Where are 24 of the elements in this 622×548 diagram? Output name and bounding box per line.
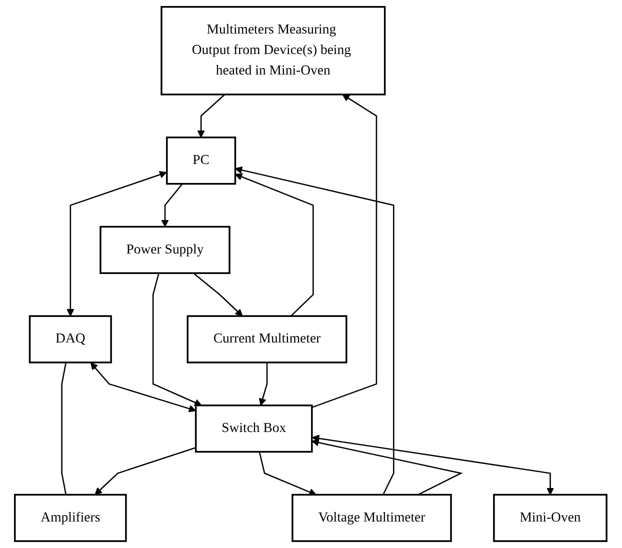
node-box: DAQ	[29, 315, 112, 364]
arrow	[90, 362, 196, 412]
arrow	[235, 166, 395, 496]
arrow	[94, 447, 196, 496]
node-box: Power Supply	[100, 226, 231, 274]
node-box: Voltage Multimeter	[292, 494, 452, 542]
arrow	[259, 362, 268, 406]
arrow	[235, 173, 314, 317]
arrow	[312, 434, 554, 496]
arrow	[193, 272, 244, 316]
arrow	[152, 272, 202, 406]
arrow	[312, 438, 464, 496]
arrow	[162, 183, 184, 228]
arrow	[312, 94, 378, 408]
arrow	[259, 452, 317, 496]
arrow	[66, 171, 168, 316]
node-box: Mini-Oven	[493, 494, 608, 542]
connector	[61, 362, 67, 495]
node-box: Current Multimeter	[187, 315, 348, 364]
node-box: Switch Box	[195, 404, 314, 453]
arrow	[198, 94, 226, 138]
node-box: PC	[166, 136, 236, 185]
node-box: Multimeters Measuring Output from Device(s) being heated in Mini-Oven	[160, 6, 386, 96]
node-box: Amplifiers	[14, 494, 128, 542]
